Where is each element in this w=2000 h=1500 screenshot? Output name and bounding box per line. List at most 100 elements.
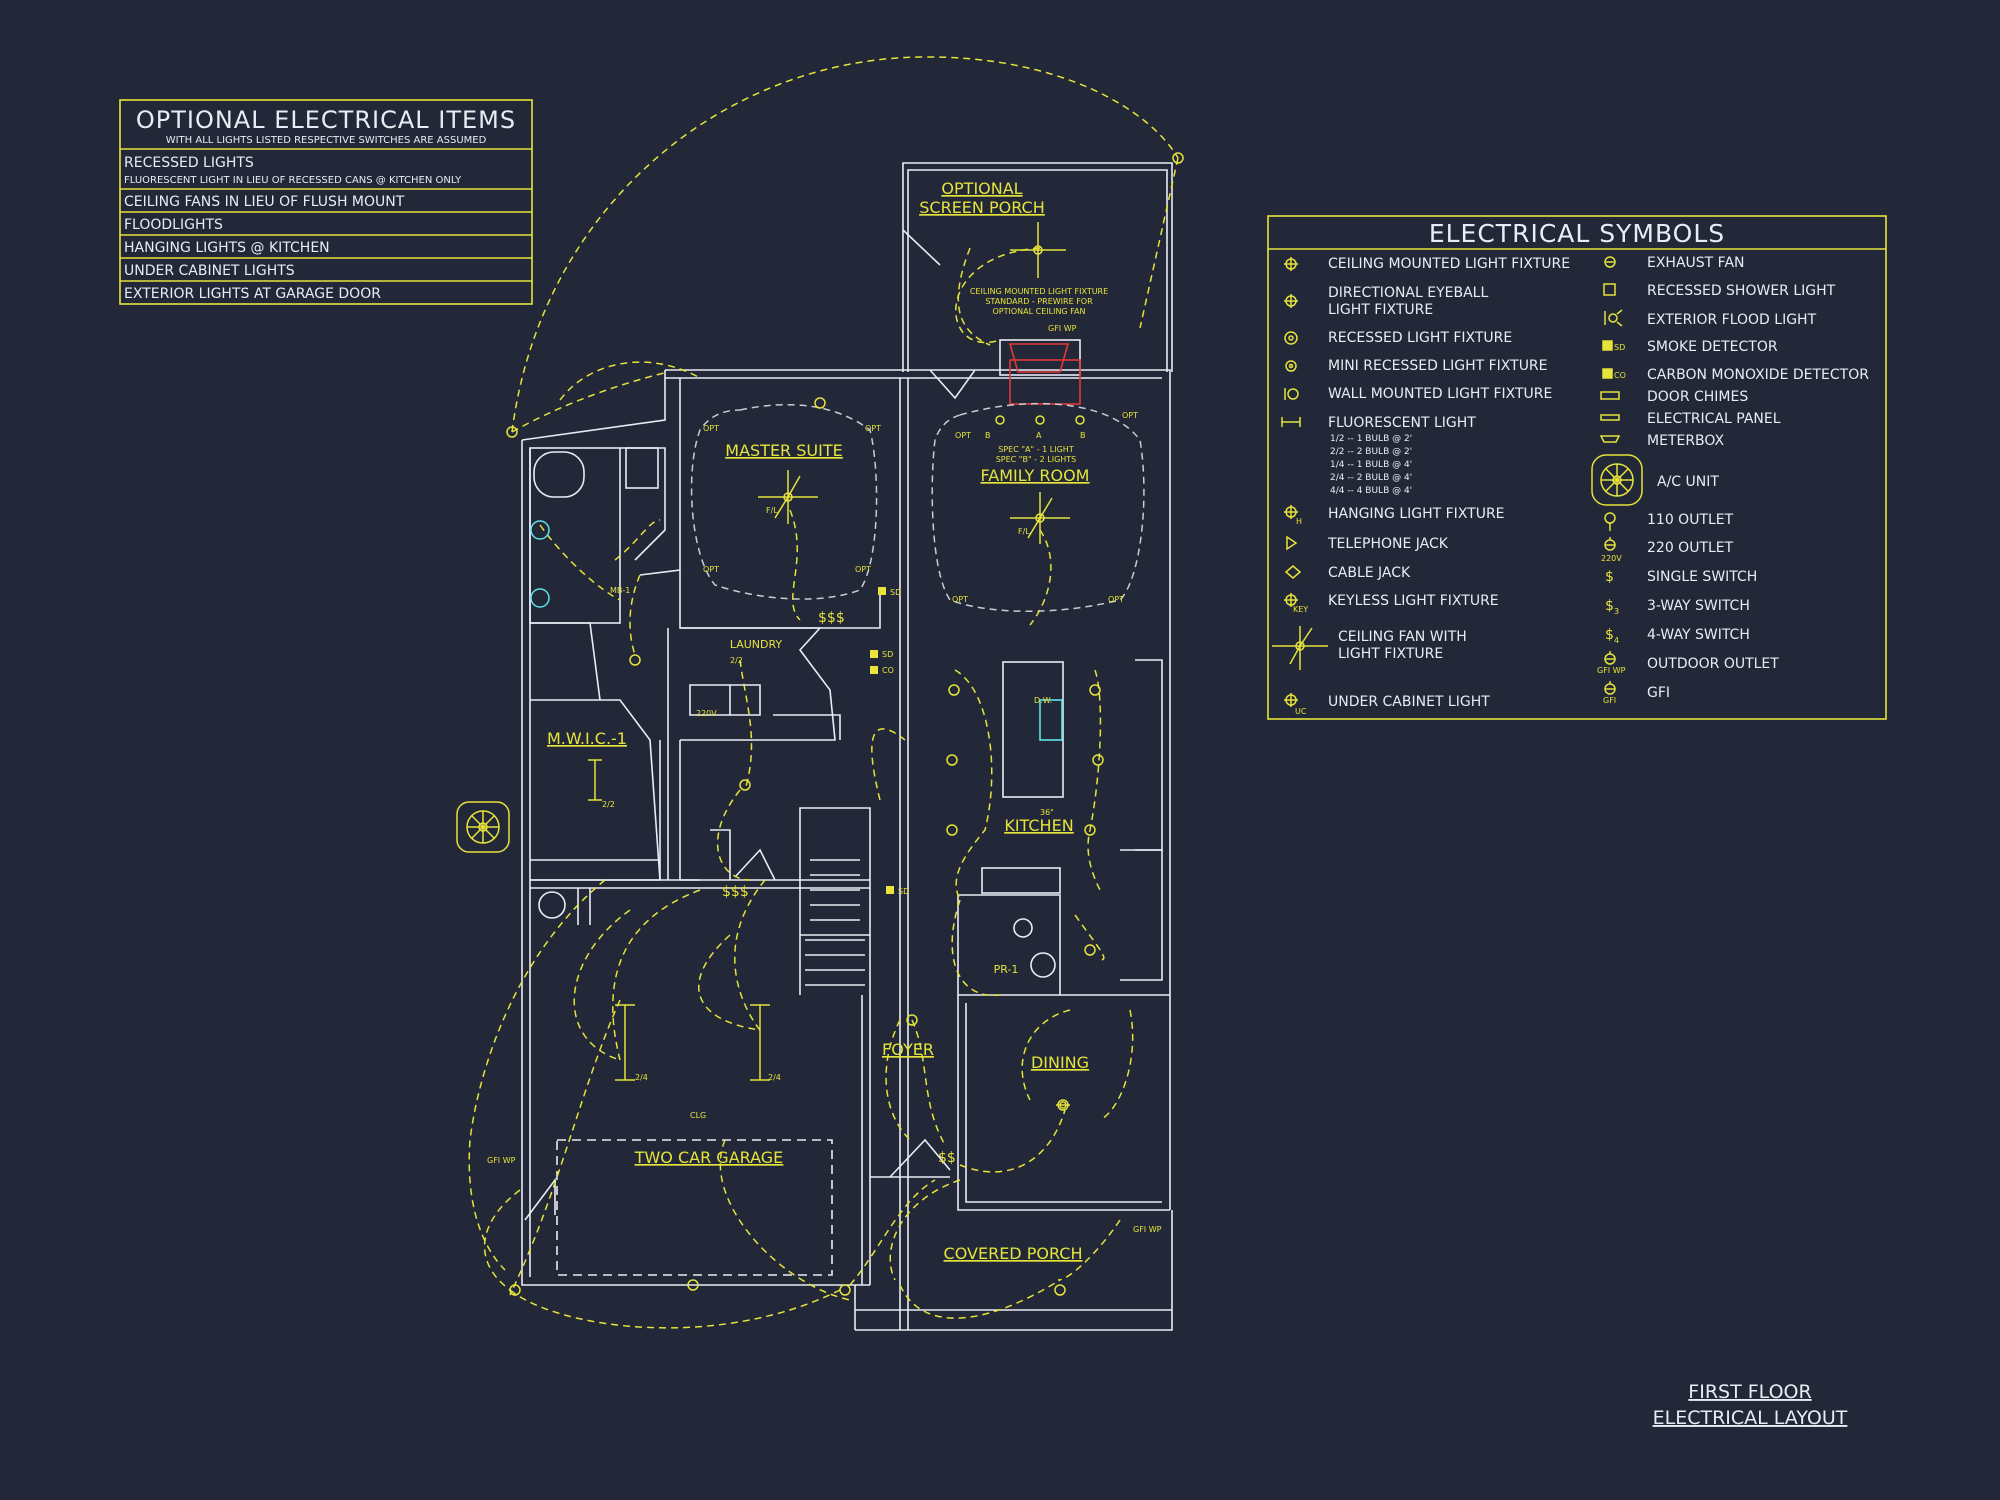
room-dining: DINING	[1031, 1053, 1089, 1072]
detector-marks	[870, 587, 894, 894]
legend-eyeball-light: DIRECTIONAL EYEBALL	[1328, 285, 1488, 301]
legend-ceiling-fan-2: LIGHT FIXTURE	[1338, 646, 1443, 662]
legend-gfiwp-mark: GFI WP	[1597, 666, 1626, 675]
co-laundry: CO	[882, 666, 894, 675]
four-way-sub: 4	[1614, 636, 1619, 645]
legend-co-mark: CO	[1614, 371, 1626, 380]
dw-note: D.W.	[1034, 696, 1052, 705]
sd-master: SD	[890, 588, 901, 597]
legend-keyless-light: KEYLESS LIGHT FIXTURE	[1328, 593, 1499, 609]
flood-light-icon	[1604, 309, 1623, 327]
outlet-110-icon	[1604, 512, 1616, 531]
spec-a-note: SPEC "A" - 1 LIGHT	[998, 445, 1074, 454]
room-foyer: FOYER	[882, 1040, 934, 1059]
r24-garage-1: 2/4	[635, 1073, 648, 1082]
eyeball-light-icon	[1284, 294, 1298, 308]
mini-recessed-light-icon	[1285, 360, 1297, 372]
spec-b-note: SPEC "B" - 2 LIGHTS	[996, 455, 1077, 464]
outlet-220-icon	[1604, 537, 1616, 551]
ac-unit-outside-icon	[456, 801, 510, 853]
meterbox-icon	[1599, 435, 1621, 443]
fixtures	[506, 152, 1184, 1296]
hanging-light-icon	[1284, 505, 1298, 519]
fluorescent-light-icon	[1281, 417, 1301, 427]
room-master-suite: MASTER SUITE	[725, 441, 842, 460]
room-screen-porch-1: OPTIONAL	[941, 179, 1022, 198]
fluorescent-note-1: 1/2 -- 1 BULB @ 2'	[1330, 434, 1412, 444]
legend-cable-jack: CABLE JACK	[1328, 565, 1411, 581]
co-detector-icon	[1602, 368, 1613, 379]
opt-4: OPT	[855, 565, 871, 574]
legend-220-outlet: 220 OUTLET	[1647, 540, 1734, 556]
r22-mwic: 2/2	[602, 800, 615, 809]
legend-left-symbols	[1272, 257, 1328, 707]
opt-3: OPT	[703, 565, 719, 574]
legend-single-switch: SINGLE SWITCH	[1647, 569, 1757, 585]
legend-110-outlet: 110 OUTLET	[1647, 512, 1734, 528]
legend-h-mark: H	[1296, 517, 1302, 526]
electrical-panel-icon	[1600, 414, 1620, 421]
legend-fluorescent: FLUORESCENT LIGHT	[1328, 415, 1476, 431]
room-garage: TWO CAR GARAGE	[634, 1148, 784, 1167]
fl-family: F/L	[1018, 527, 1030, 536]
ab-b-1: B	[985, 431, 991, 440]
sd-stair: SD	[898, 887, 909, 896]
legend-meterbox: METERBOX	[1647, 433, 1725, 449]
opt-7: OPT	[952, 595, 968, 604]
legend-outdoor-outlet: OUTDOOR OUTLET	[1647, 656, 1779, 672]
single-switch-icon: $	[1605, 569, 1614, 585]
opt-8: OPT	[1108, 595, 1124, 604]
legend-exhaust-fan: EXHAUST FAN	[1647, 255, 1745, 271]
legend-uc-mark: UC	[1295, 707, 1307, 716]
ab-b-2: B	[1080, 431, 1086, 440]
shower-lights	[530, 520, 550, 608]
legend-co-detector: CARBON MONOXIDE DETECTOR	[1647, 367, 1869, 383]
outdoor-outlet-icon	[1604, 651, 1616, 665]
optional-item-4: HANGING LIGHTS @ KITCHEN	[124, 240, 330, 256]
legend-3way-switch: 3-WAY SWITCH	[1647, 598, 1750, 614]
legend-right-symbols	[1591, 256, 1643, 695]
room-mwic: M.W.I.C.-1	[547, 729, 627, 748]
room-covered-porch: COVERED PORCH	[944, 1244, 1083, 1263]
legend-eyeball-light-2: LIGHT FIXTURE	[1328, 302, 1433, 318]
cable-jack-icon	[1284, 565, 1302, 579]
r22-laundry: 2/2	[730, 656, 743, 665]
legend-gfi-mark: GFI	[1603, 696, 1616, 705]
legend-220v-mark: 220V	[1601, 554, 1622, 563]
room-kitchen: KITCHEN	[1004, 816, 1073, 835]
family-fan-icon	[1010, 492, 1070, 544]
sheet-title-1: FIRST FLOOR	[1688, 1381, 1811, 1403]
legend-telephone-jack: TELEPHONE JACK	[1327, 536, 1449, 552]
optional-item-3: FLOODLIGHTS	[124, 217, 223, 233]
opt-2: OPT	[865, 424, 881, 433]
hanging-light-kitchen-icon	[1056, 1099, 1070, 1111]
four-way-switch-icon: $	[1605, 627, 1614, 643]
under-cabinet-light-icon	[1284, 693, 1298, 707]
smoke-detector-icon	[1602, 340, 1613, 351]
legend-electrical-panel: ELECTRICAL PANEL	[1647, 411, 1781, 427]
legend-smoke-detector: SMOKE DETECTOR	[1647, 339, 1778, 355]
fan-note-2: STANDARD - PREWIRE FOR	[985, 297, 1093, 306]
fl-master: F/L	[766, 506, 778, 515]
switch-group-master: $$$	[818, 610, 845, 626]
legend-gfi: GFI	[1647, 685, 1670, 701]
ab-a: A	[1036, 431, 1042, 440]
legend-door-chimes: DOOR CHIMES	[1647, 389, 1748, 405]
exhaust-fan-icon	[1604, 256, 1616, 268]
gfi-wp-garage: GFI WP	[487, 1156, 516, 1165]
fan-note-3: OPTIONAL CEILING FAN	[993, 307, 1086, 316]
legend-ac-unit: A/C UNIT	[1657, 474, 1719, 490]
opt-1: OPT	[703, 424, 719, 433]
legend-flood-light: EXTERIOR FLOOD LIGHT	[1647, 312, 1817, 328]
legend-recessed-light: RECESSED LIGHT FIXTURE	[1328, 330, 1512, 346]
legend-key-mark: KEY	[1293, 605, 1308, 614]
switch-group-garage: $$$	[722, 884, 749, 900]
optional-item-2: CEILING FANS IN LIEU OF FLUSH MOUNT	[124, 194, 405, 210]
telephone-jack-icon	[1286, 535, 1298, 551]
recessed-light-icon	[1284, 331, 1298, 345]
door-chimes-icon	[1600, 391, 1620, 400]
fluorescent-note-5: 4/4 -- 4 BULB @ 4'	[1330, 486, 1412, 496]
mb-note: MB-1	[610, 586, 630, 595]
v36-note: 36"	[1040, 808, 1054, 817]
